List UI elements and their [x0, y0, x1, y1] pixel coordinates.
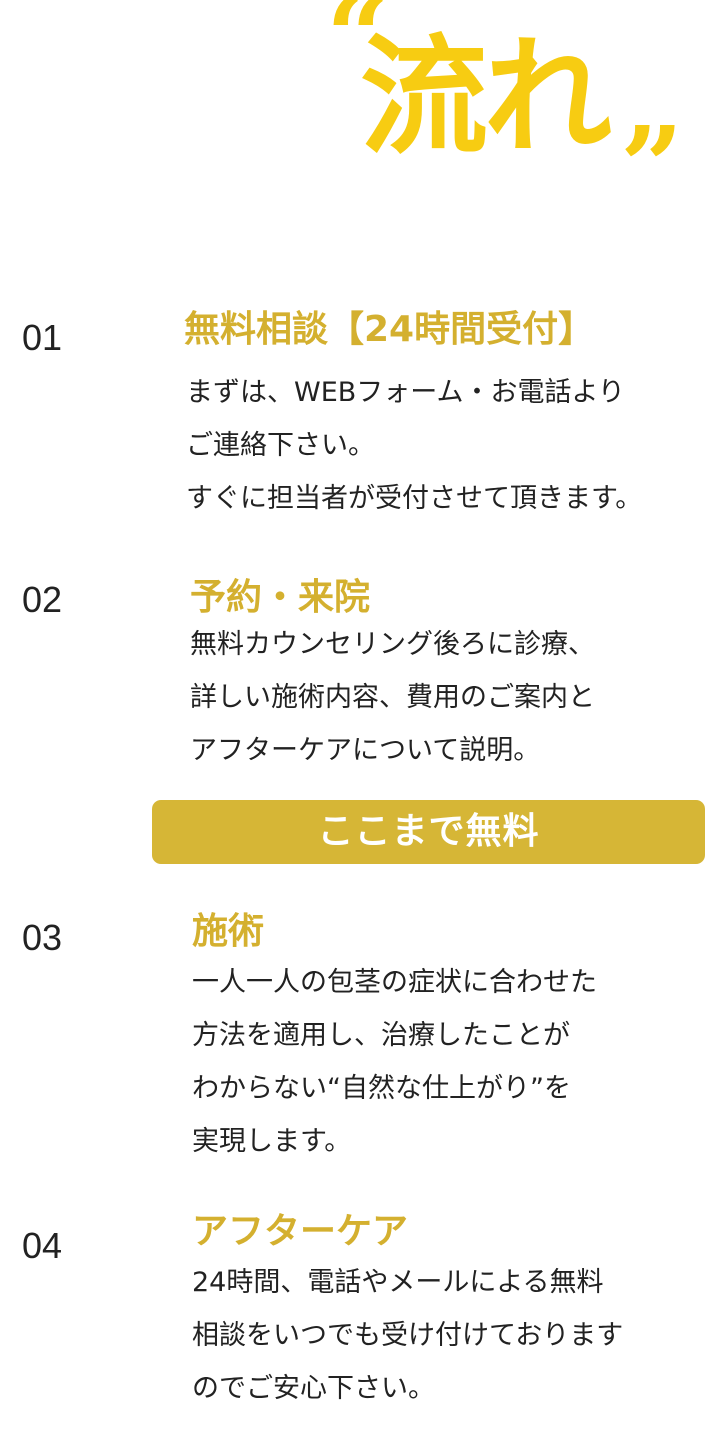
step-description-line: 24時間、電話やメールによる無料 — [192, 1267, 604, 1298]
step-description-line: 無料カウンセリング後ろに診療、 — [190, 629, 595, 660]
step-title: 施術 — [192, 911, 265, 952]
step-description: 一人一人の包茎の症状に合わせた 方法を適用し、治療したことが わからない“自然な… — [192, 956, 597, 1168]
free-until-here-banner: ここまで無料 — [152, 800, 705, 864]
step-description-line: 方法を適用し、治療したことが — [192, 1020, 570, 1051]
step-title: 無料相談【24時間受付】 — [184, 309, 595, 350]
step-number: 02 — [22, 579, 63, 620]
step-description-line: すぐに担当者が受付させて頂きます。 — [186, 483, 643, 514]
step-description-line: 詳しい施術内容、費用のご案内と — [190, 682, 595, 713]
step-description: まずは、WEBフォーム・お電話より ご連絡下さい。 すぐに担当者が受付させて頂き… — [186, 366, 642, 525]
step-description-line: 相談をいつでも受け付けております — [192, 1320, 624, 1351]
step-description-line: わからない“自然な仕上がり”を — [192, 1073, 571, 1104]
step-description-line: のでご安心下さい。 — [192, 1373, 435, 1404]
step-description-line: 一人一人の包茎の症状に合わせた — [192, 967, 597, 998]
step-title: アフターケア — [192, 1211, 409, 1252]
step-description: 無料カウンセリング後ろに診療、 詳しい施術内容、費用のご案内と アフターケアにつ… — [190, 618, 595, 777]
step-description-line: まずは、WEBフォーム・お電話より — [186, 377, 625, 408]
step-number: 01 — [22, 317, 63, 358]
hero-close-quote: ” — [620, 102, 684, 231]
step-description-line: 実現します。 — [192, 1126, 352, 1157]
step-number: 03 — [22, 917, 63, 958]
step-description-line: ご連絡下さい。 — [186, 430, 375, 461]
hero-heading: “ 流れ ” — [320, 0, 706, 230]
step-number: 04 — [22, 1225, 63, 1266]
hero-open-quote: “ — [326, 0, 390, 101]
step-description: 24時間、電話やメールによる無料 相談をいつでも受け付けております のでご安心下… — [192, 1256, 623, 1415]
step-title: 予約・来院 — [190, 577, 371, 618]
step-description-line: アフターケアについて説明。 — [190, 735, 541, 766]
hero-title: 流れ — [360, 23, 612, 172]
